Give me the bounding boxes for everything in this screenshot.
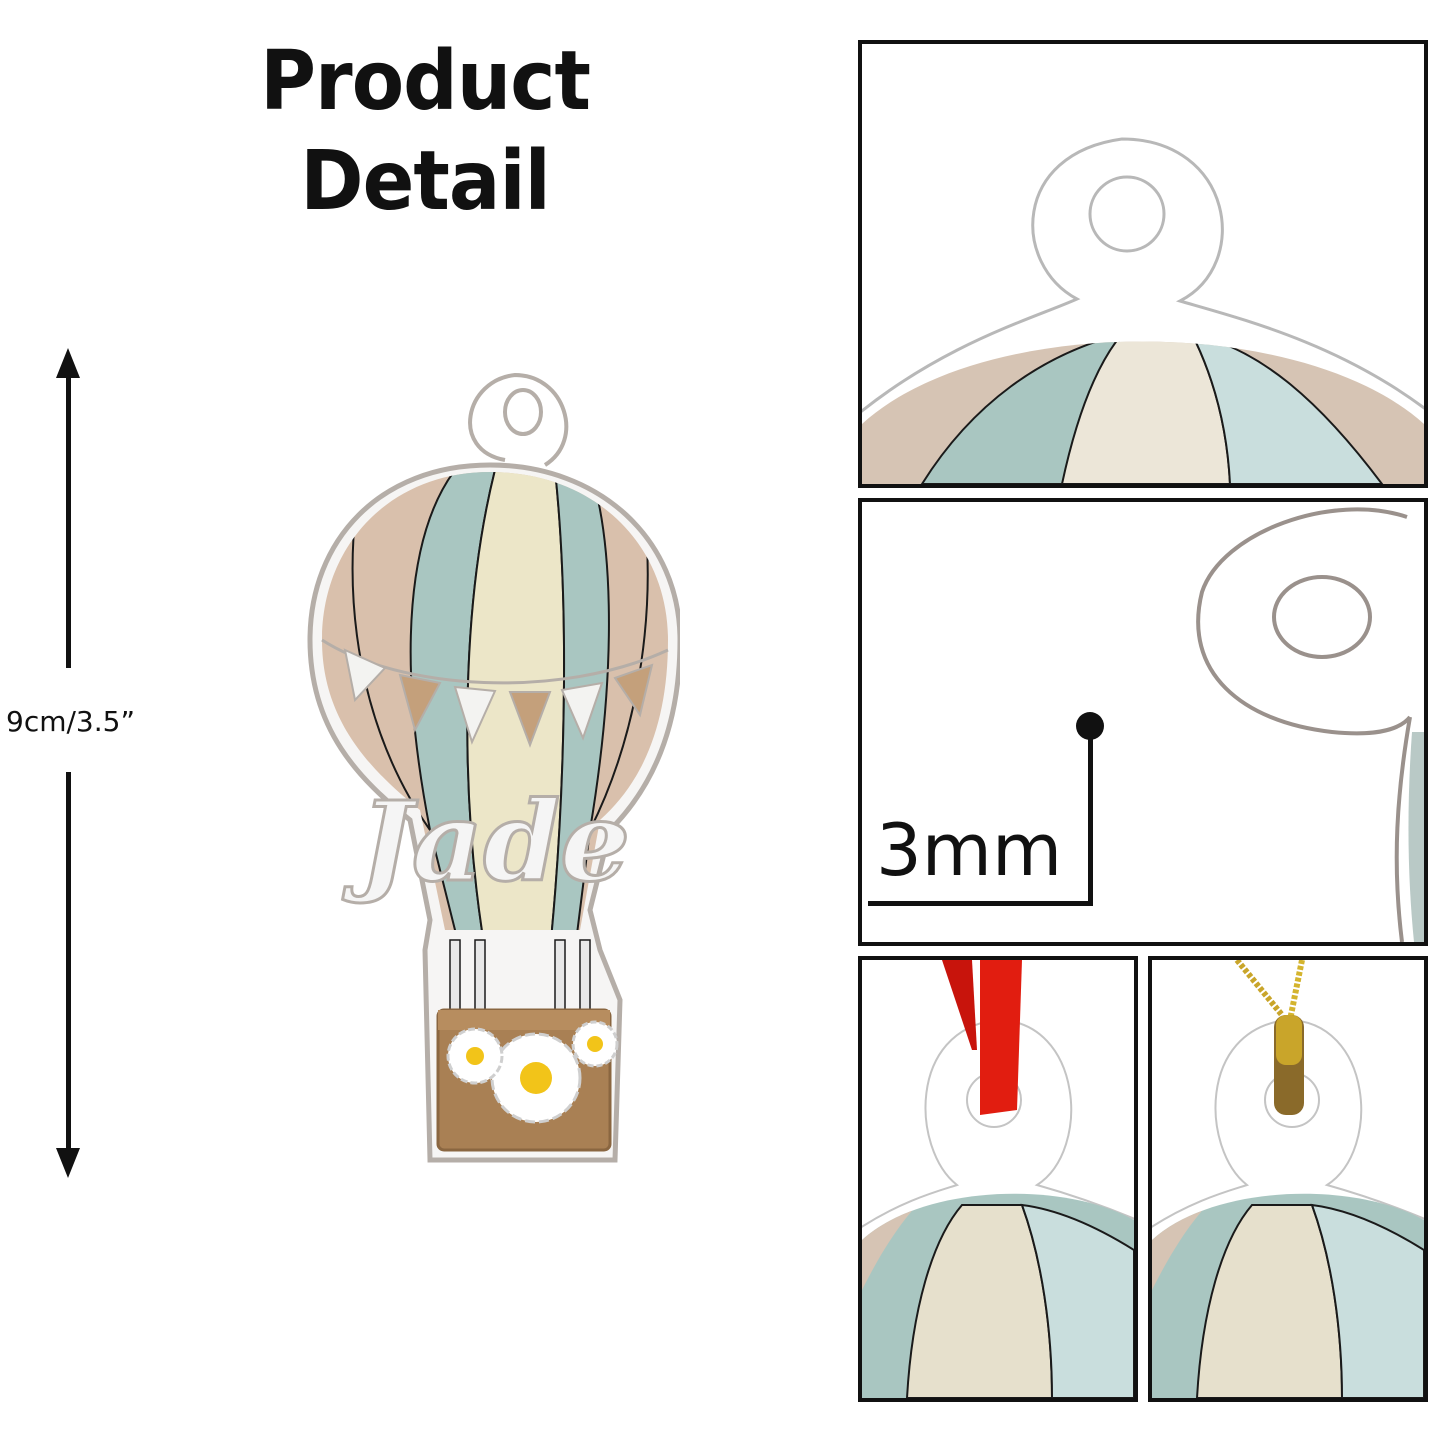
product-image-balloon-ornament: Jade <box>300 350 683 1170</box>
arrow-down-icon <box>56 1148 80 1178</box>
detail-panel-red-ribbon <box>858 956 1138 1402</box>
height-dimension-label: 9cm/3.5” <box>6 705 135 738</box>
daisy-icon <box>571 1020 619 1068</box>
balloon-ornament-illustration: Jade <box>307 372 683 1163</box>
dimension-line-top <box>66 374 71 668</box>
detail-panel-hanger <box>858 40 1428 488</box>
hanger-closeup-illustration <box>862 137 1424 484</box>
page-title: Product Detail <box>260 34 591 229</box>
thickness-label: 3mm <box>876 808 1063 892</box>
daisy-icon <box>490 1032 582 1124</box>
daisy-icon <box>446 1027 504 1085</box>
arrow-up-icon <box>56 348 80 378</box>
red-ribbon-closeup-illustration <box>862 960 1134 1398</box>
detail-panel-thickness: 3mm <box>858 498 1428 946</box>
gold-string-closeup-illustration <box>1152 960 1424 1398</box>
detail-panel-gold-string <box>1148 956 1428 1402</box>
thickness-closeup-illustration <box>868 507 1424 942</box>
dimension-line-bottom <box>66 772 71 1150</box>
personalized-name-text: Jade <box>342 777 630 906</box>
